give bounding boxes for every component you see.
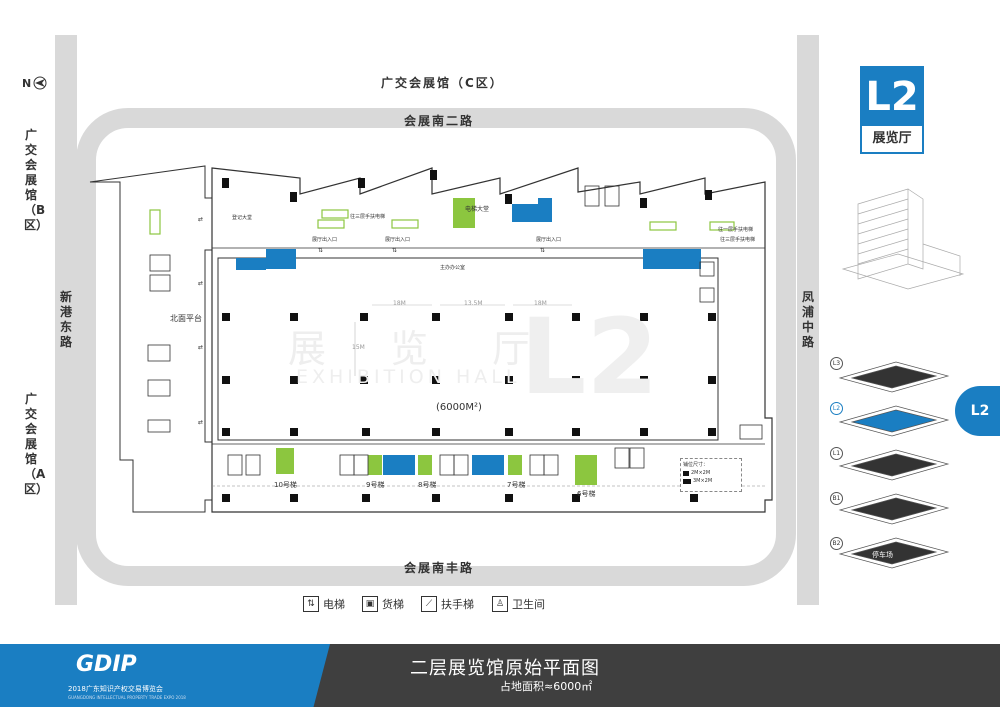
dim-3: 18M bbox=[534, 300, 547, 307]
svg-text:⇅: ⇅ bbox=[540, 247, 545, 254]
dimension-lines bbox=[354, 304, 572, 376]
footer-logo-panel bbox=[0, 644, 330, 707]
level-stack bbox=[838, 361, 950, 569]
side-level-badge[interactable]: L2 bbox=[955, 386, 1000, 436]
to1f-label: 往一层手扶电梯 bbox=[718, 227, 754, 233]
level-marker-l3[interactable]: L3 bbox=[830, 357, 843, 370]
watermark-en: EXHIBITION HALL bbox=[296, 366, 521, 388]
booth-item-2: 3M×2M bbox=[693, 478, 713, 484]
elevator-label-7: 7号梯 bbox=[507, 481, 526, 489]
loop-road bbox=[76, 108, 796, 586]
dim-1: 18M bbox=[393, 300, 406, 307]
elevator-icon: ⇅ bbox=[303, 596, 319, 612]
building-sketch bbox=[841, 188, 965, 290]
entry-label-3: 展厅出入口 bbox=[536, 237, 562, 243]
exhibition-area bbox=[217, 257, 719, 441]
to3f-b-label: 往三层手扶电梯 bbox=[720, 237, 756, 243]
legend-elevator-label: 电梯 bbox=[323, 598, 345, 611]
compass: N bbox=[22, 76, 47, 90]
area-label: (6000M²) bbox=[436, 402, 482, 413]
west-road-label: 新港东路 bbox=[59, 290, 72, 349]
ele-hall-label: 电梯大堂 bbox=[465, 206, 490, 213]
legend-freight: ▣ 货梯 bbox=[362, 596, 404, 612]
watermark-big: L2 bbox=[520, 296, 659, 418]
parking-label: 停车场 bbox=[872, 551, 893, 559]
footer-subtitle: 占地面积≈6000㎡ bbox=[500, 680, 593, 693]
footer-title: 二层展览馆原始平面图 bbox=[410, 658, 600, 679]
svg-text:⇄: ⇄ bbox=[198, 419, 203, 426]
level-marker-l1[interactable]: L1 bbox=[830, 447, 843, 460]
east-road bbox=[797, 35, 819, 605]
footer-logo: GDIP bbox=[76, 652, 137, 677]
legend-restroom-label: 卫生间 bbox=[512, 598, 545, 611]
level-badge-code: L2 bbox=[862, 68, 922, 126]
footer-logo-sub-en: GUANGDONG INTELLECTUAL PROPERTY TRADE EX… bbox=[68, 695, 186, 700]
entry-label-1: 展厅出入口 bbox=[312, 237, 338, 243]
elevator-label-9: 9号梯 bbox=[366, 481, 385, 489]
compass-label: N bbox=[22, 76, 32, 90]
main-hall-outline bbox=[211, 167, 773, 513]
svg-text:⇄: ⇄ bbox=[198, 280, 203, 287]
footer-logo-sub: 2018广东知识产权交易博览会 bbox=[68, 685, 163, 693]
entry-arrows: ⇄ ⇄ ⇄ ⇄ ⇅ ⇅ ⇅ bbox=[198, 216, 545, 426]
level-marker-b1[interactable]: B1 bbox=[830, 492, 843, 505]
entry-label-2: 展厅出入口 bbox=[385, 237, 411, 243]
office-label: 主办办公室 bbox=[440, 265, 466, 271]
legend-elevator: ⇅ 电梯 bbox=[303, 596, 345, 612]
escalator-icon: ⟋ bbox=[421, 596, 437, 612]
elevator-shafts bbox=[147, 185, 763, 476]
elevator-label-8: 8号梯 bbox=[418, 481, 437, 489]
elevator-label-10: 10号梯 bbox=[274, 481, 297, 489]
svg-text:⇅: ⇅ bbox=[318, 247, 323, 254]
north-road-label: 会展南二路 bbox=[404, 114, 475, 128]
south-road-label: 会展南丰路 bbox=[404, 561, 475, 575]
hall-label: 登记大堂 bbox=[232, 215, 253, 221]
level-marker-b2[interactable]: B2 bbox=[830, 537, 843, 550]
legend-escalator: ⟋ 扶手梯 bbox=[421, 596, 474, 612]
roads-layer bbox=[55, 35, 819, 605]
freight-elevators bbox=[276, 198, 597, 485]
north-arrow-icon bbox=[33, 76, 47, 90]
east-road-label: 凤浦中路 bbox=[801, 290, 814, 349]
level-badge-name: 展览厅 bbox=[872, 131, 912, 146]
escalators bbox=[149, 209, 735, 235]
booth-legend: 铺位尺寸： 2M×2M 3M×2M bbox=[680, 458, 742, 492]
watermark-cn: 展 览 厅 bbox=[288, 327, 557, 371]
freight-elevator-icon: ▣ bbox=[362, 596, 378, 612]
floor-plan: ⇄ ⇄ ⇄ ⇄ ⇅ ⇅ ⇅ bbox=[89, 165, 773, 513]
restrooms bbox=[236, 198, 701, 475]
legend-escalator-label: 扶手梯 bbox=[441, 598, 474, 611]
north-platform-label: 北面平台 bbox=[170, 314, 202, 323]
columns bbox=[222, 170, 716, 502]
west-wing bbox=[89, 165, 213, 513]
legend-freight-label: 货梯 bbox=[382, 598, 404, 611]
legend-restroom: ♙ 卫生间 bbox=[492, 596, 545, 612]
to3f-label: 往三层手扶电梯 bbox=[350, 214, 386, 220]
restroom-icon: ♙ bbox=[492, 596, 508, 612]
dim-v: 15M bbox=[352, 344, 365, 351]
elevator-label-6: 6号梯 bbox=[577, 490, 596, 498]
booth-legend-title: 铺位尺寸： bbox=[683, 462, 709, 468]
svg-text:⇄: ⇄ bbox=[198, 216, 203, 223]
dim-2: 13.5M bbox=[464, 300, 483, 307]
level-badge: L2 展览厅 bbox=[860, 66, 924, 154]
svg-text:⇅: ⇅ bbox=[392, 247, 397, 254]
booth-swatch-large bbox=[683, 478, 691, 484]
level-marker-l2[interactable]: L2 bbox=[830, 402, 843, 415]
west-road bbox=[55, 35, 77, 605]
top-hall-label: 广交会展馆（C区） bbox=[381, 76, 504, 90]
svg-text:⇄: ⇄ bbox=[198, 344, 203, 351]
booth-item-1: 2M×2M bbox=[691, 470, 711, 476]
booth-swatch-small bbox=[683, 470, 689, 476]
